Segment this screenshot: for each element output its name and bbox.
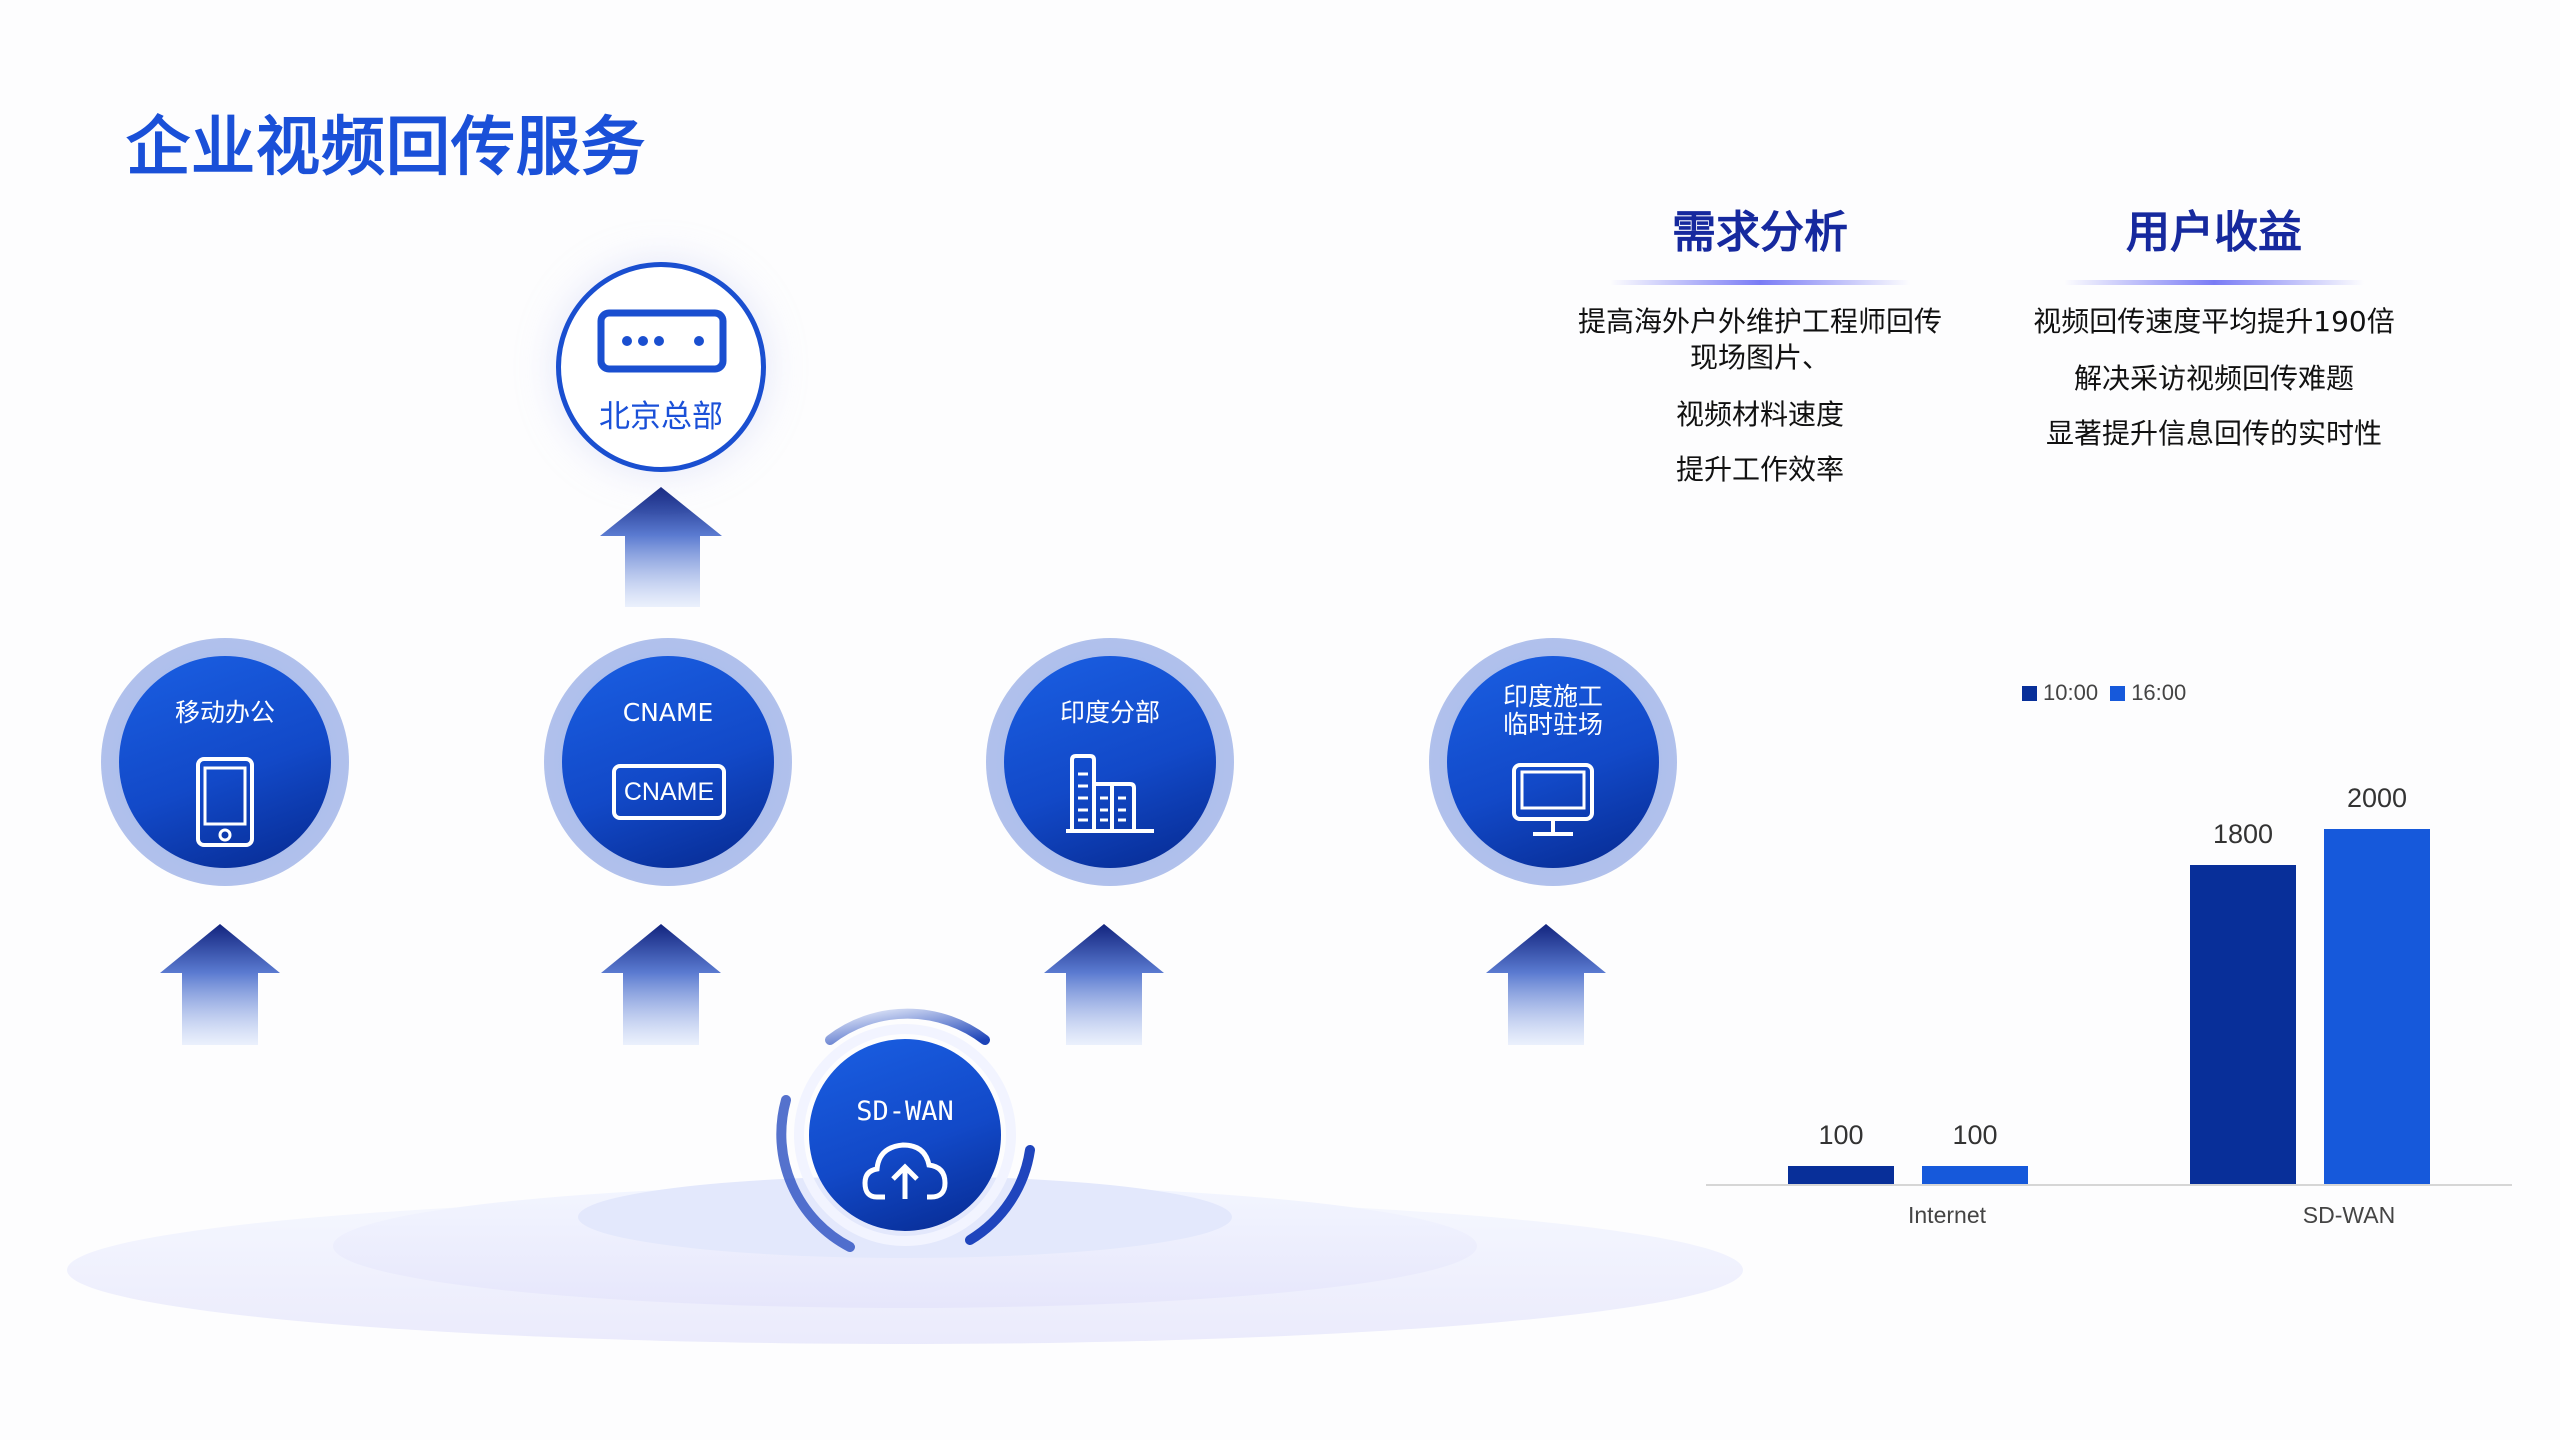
monitor-icon xyxy=(1512,763,1594,836)
node-label: 印度分部 xyxy=(1059,698,1160,727)
legend-swatch-1000 xyxy=(2022,686,2037,701)
needs-item: 现场图片、 xyxy=(1689,341,1830,374)
benefits-item: 解决采访视频回传难题 xyxy=(2073,362,2354,395)
cloud-upload-icon xyxy=(862,1142,948,1200)
server-icon xyxy=(597,309,727,373)
needs-heading: 需求分析 xyxy=(1672,207,1848,258)
chart-legend: 10:00 16:00 xyxy=(2022,680,2186,706)
x-axis-line xyxy=(1706,1184,2512,1186)
node-india-site[interactable]: 印度施工 临时驻场 xyxy=(1429,638,1677,886)
building-icon xyxy=(1066,754,1154,833)
benefits-divider xyxy=(2064,280,2364,285)
legend-item: 16:00 xyxy=(2110,680,2186,705)
needs-item: 提升工作效率 xyxy=(1675,453,1844,486)
arrow-up-icon xyxy=(160,924,280,1045)
node-label: 移动办公 xyxy=(174,698,275,727)
arrows-layer xyxy=(160,487,1606,1045)
node-label-line1: 印度施工 xyxy=(1502,682,1603,711)
node-cname[interactable]: CNAME CNAME xyxy=(544,638,792,886)
node-mobile-office[interactable]: 移动办公 xyxy=(101,638,349,886)
needs-item: 提高海外户外维护工程师回传 xyxy=(1577,305,1942,338)
hq-label: 北京总部 xyxy=(599,399,723,435)
page-title: 企业视频回传服务 xyxy=(126,111,646,185)
benefits-heading: 用户收益 xyxy=(2126,207,2302,258)
hub-label: SD-WAN xyxy=(856,1096,954,1127)
data-label: 1800 xyxy=(2212,818,2274,849)
hq-node[interactable]: 北京总部 xyxy=(556,262,766,472)
legend-label: 16:00 xyxy=(2131,680,2187,705)
legend-item: 10:00 xyxy=(2022,680,2098,705)
needs-item: 视频材料速度 xyxy=(1675,398,1844,431)
data-label: 2000 xyxy=(2346,783,2408,813)
arrow-up-icon xyxy=(1486,924,1606,1045)
node-label: CNAME xyxy=(622,698,714,727)
bar-sd-wan-1600 xyxy=(2324,829,2430,1184)
legend-label: 10:00 xyxy=(2043,680,2099,705)
phone-icon xyxy=(196,757,254,847)
bar-internet-1600 xyxy=(1922,1166,2028,1184)
category-label: Internet xyxy=(1908,1202,1986,1228)
benefits-item: 显著提升信息回传的实时性 xyxy=(2045,417,2382,450)
benefits-item: 视频回传速度平均提升190倍 xyxy=(2033,305,2395,338)
hub-sdwan[interactable]: SD-WAN xyxy=(809,1039,1001,1231)
bar-sd-wan-1000 xyxy=(2190,864,2296,1184)
data-label: 100 xyxy=(1952,1120,1998,1151)
node-india-branch[interactable]: 印度分部 xyxy=(986,638,1234,886)
legend-swatch-1600 xyxy=(2110,686,2126,701)
hub-rings xyxy=(776,1008,1035,1252)
category-label: SD-WAN xyxy=(2302,1202,2396,1228)
arrow-up-icon xyxy=(601,924,721,1045)
cname-icon: CNAME xyxy=(612,764,726,820)
needs-divider xyxy=(1610,280,1910,285)
node-label-line2: 临时驻场 xyxy=(1502,710,1603,739)
arrow-up-icon xyxy=(1044,924,1164,1045)
arrow-up-icon xyxy=(600,487,722,607)
data-label: 100 xyxy=(1818,1120,1864,1151)
bar-internet-1000 xyxy=(1788,1166,1894,1184)
